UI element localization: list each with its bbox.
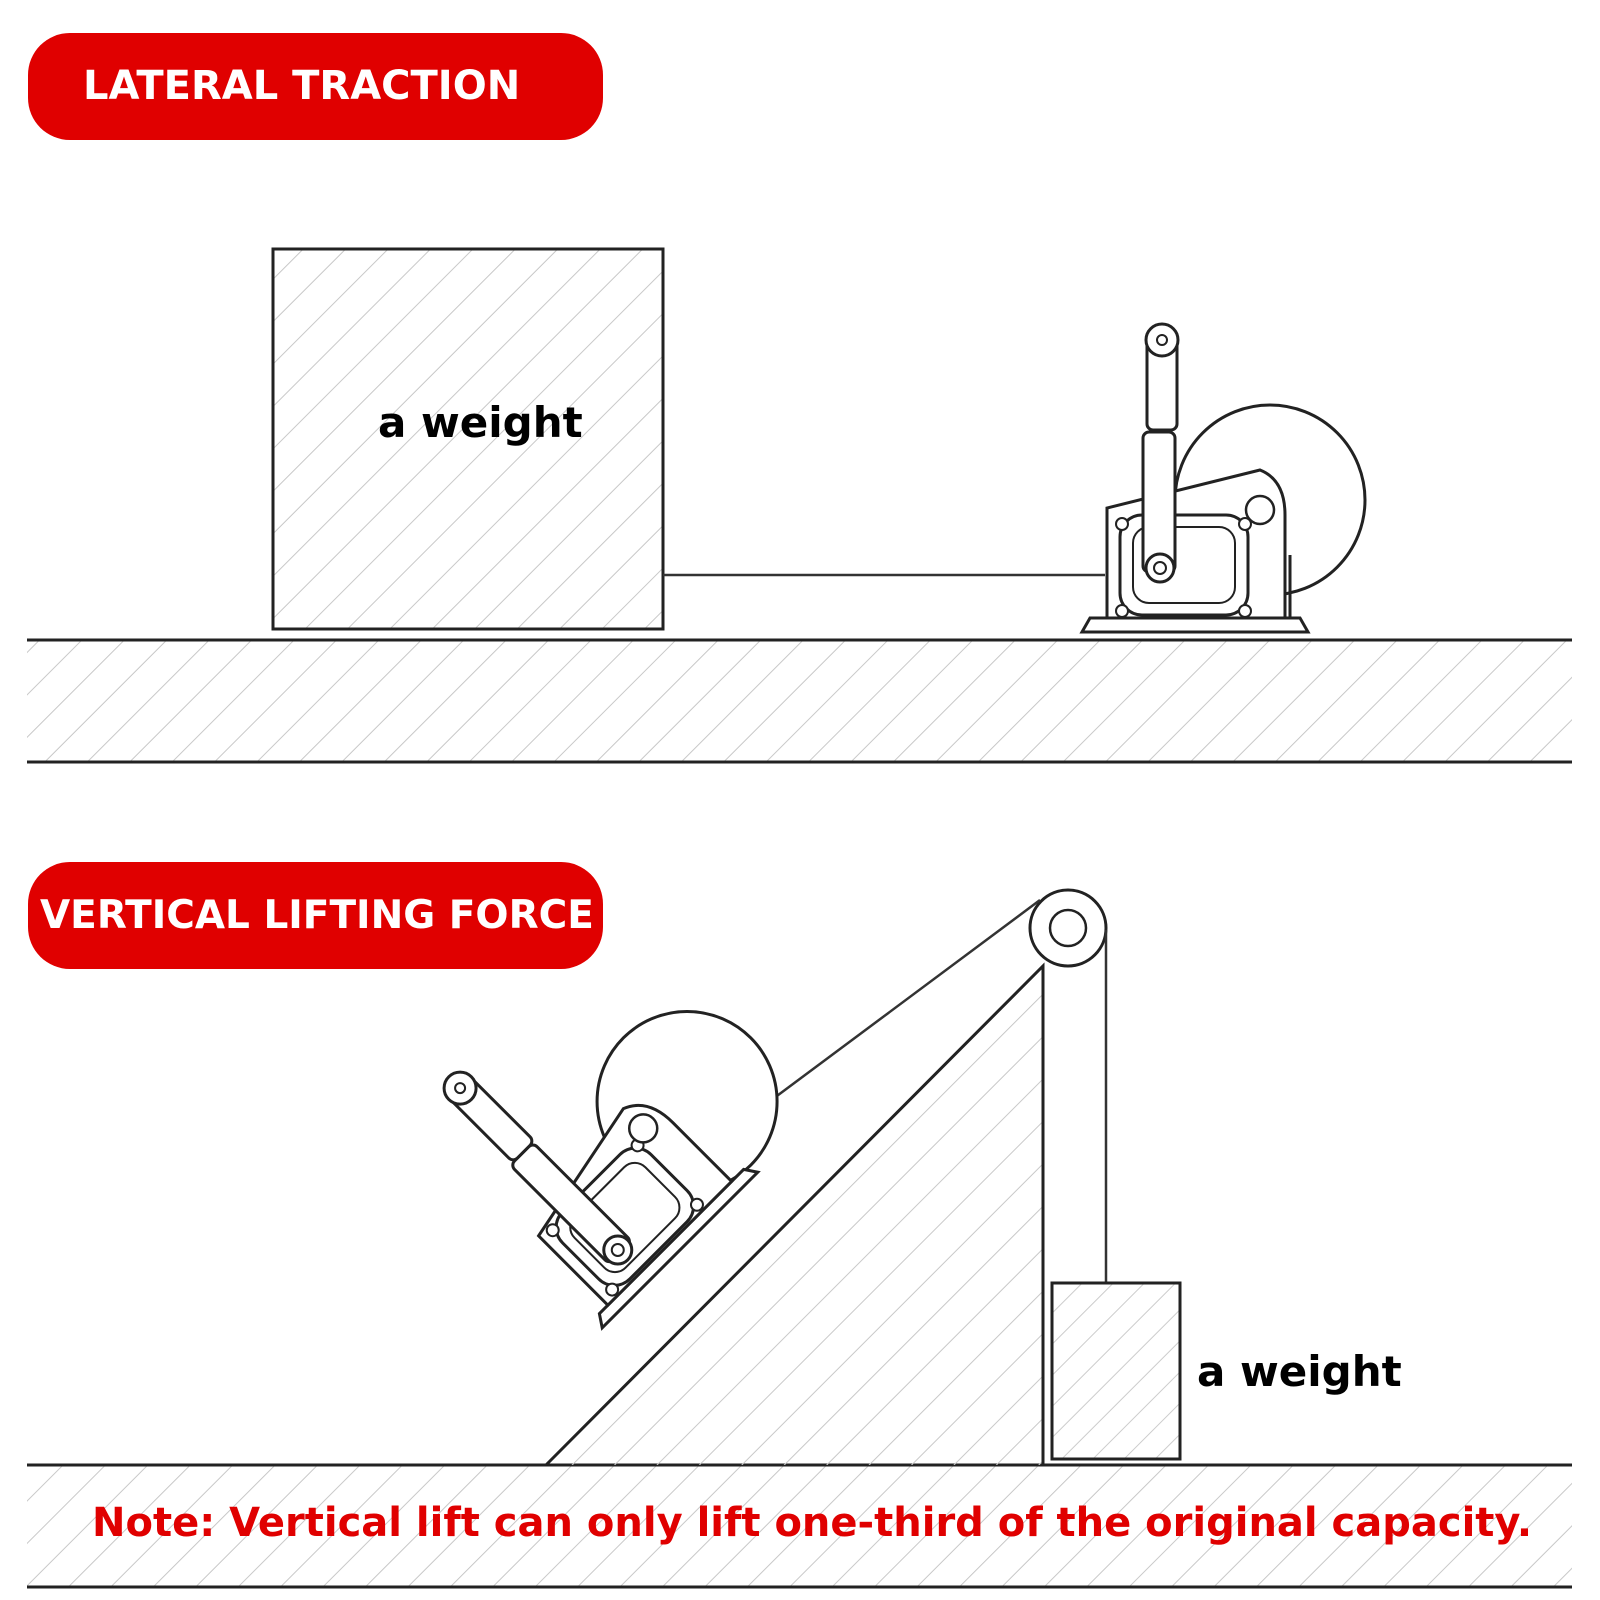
capacity-note: Note: Vertical lift can only lift one-th… xyxy=(92,1500,1533,1546)
weight-box-top xyxy=(271,247,665,631)
winch-base xyxy=(1079,616,1311,634)
winch-icon xyxy=(1079,322,1367,634)
vertical-lifting-scene xyxy=(27,888,1572,1589)
winch-handle xyxy=(1141,430,1177,574)
cable-inclined xyxy=(737,898,1041,1127)
weight-label-top: a weight xyxy=(378,398,583,447)
ground-bottom xyxy=(27,1465,1572,1587)
ground-top xyxy=(27,640,1572,762)
vertical-lifting-title: VERTICAL LIFTING FORCE xyxy=(28,862,603,969)
lateral-traction-scene xyxy=(27,247,1572,764)
weight-label-bottom: a weight xyxy=(1197,1347,1402,1396)
winch-tilted-icon xyxy=(442,1010,779,1331)
weight-box-bottom xyxy=(1050,1281,1182,1461)
lateral-traction-title: LATERAL TRACTION xyxy=(28,33,603,140)
